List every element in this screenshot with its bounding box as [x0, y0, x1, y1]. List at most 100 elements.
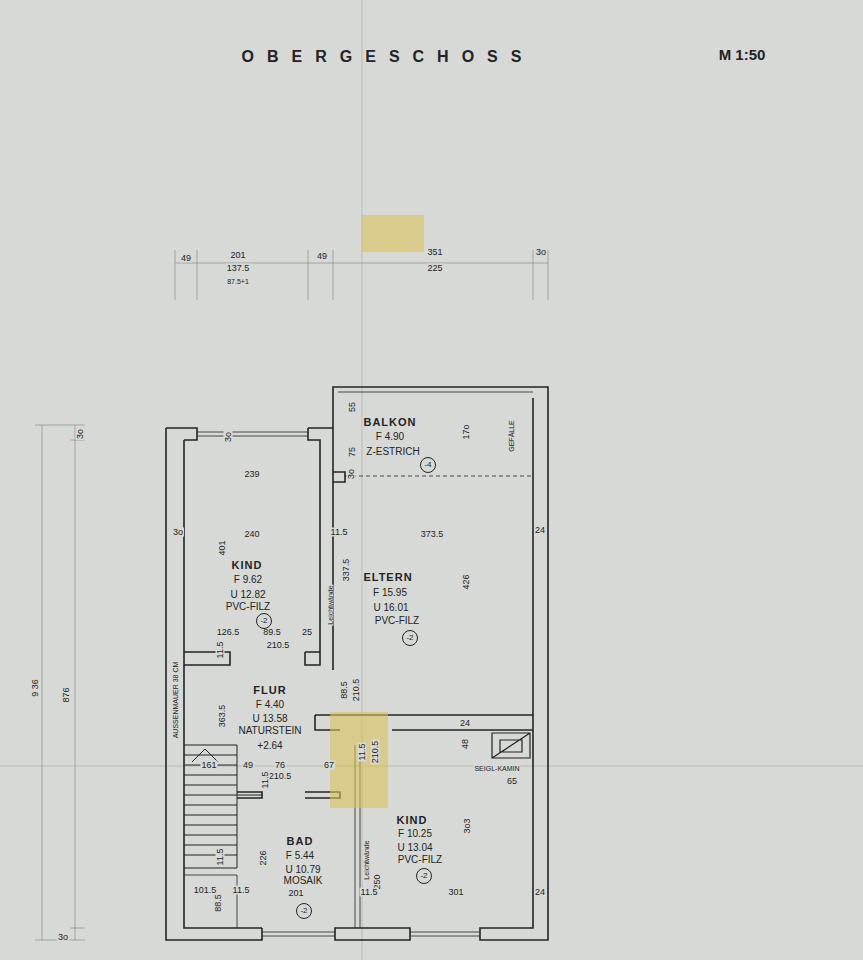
room-info: F 10.25	[397, 829, 433, 839]
dimension-label: 401	[218, 539, 227, 556]
dimension-label: 3o	[347, 468, 356, 480]
dimension-label: 25	[301, 628, 313, 637]
room-info: F 9.62	[233, 575, 263, 585]
dimension-label: 137.5	[226, 264, 251, 273]
dimension-label: 75	[348, 446, 357, 458]
dimension-label: 240	[243, 530, 260, 539]
dimension-label: GEFÄLLE	[508, 419, 515, 453]
dimension-label: 67	[323, 761, 335, 770]
dimension-label: 88.5	[340, 680, 349, 700]
dimension-label: 373.5	[420, 530, 445, 539]
room: FLURF 4.40U 13.58NATURSTEIN+2.64	[186, 668, 332, 788]
room-info: +2.64	[256, 741, 283, 751]
floor-code-circle: -2	[256, 613, 272, 629]
dimension-label: 226	[259, 849, 268, 866]
room: BAD F 5.44 U 10.79MOSAIK -2	[238, 800, 354, 926]
dimension-label: 24	[534, 888, 546, 897]
room-info: U 10.79	[284, 865, 321, 875]
room: ELTERNF 15.95U 16.01PVC-FILZ-2	[336, 484, 532, 713]
tape	[330, 712, 388, 808]
dimension-label: 3o3	[463, 817, 472, 834]
dimension-label: 11.5	[232, 886, 251, 895]
room-info: F 15.95	[372, 588, 408, 598]
window-and-light-wall	[184, 392, 533, 936]
dimension-label: 9 36	[31, 678, 40, 698]
dimension-label: M 1:50	[718, 47, 767, 62]
room: KIND F 9.62 U 12.82PVC-FILZ -2	[186, 442, 318, 650]
dimension-label: 161	[200, 761, 217, 770]
chimney-symbol	[492, 733, 530, 758]
dimension-label: 3o	[224, 431, 233, 443]
dimension-label: 363.5	[218, 704, 227, 729]
dimension-label: Leichtwände	[363, 839, 370, 880]
room: BALKON F 4.90Z-ESTRICH-4	[336, 392, 532, 476]
plan-title: OBERGESCHOSS	[242, 49, 535, 65]
balcony-door	[345, 476, 533, 477]
dimension-label: 11.5	[358, 743, 367, 762]
dimension-label: 11.5	[330, 528, 349, 537]
room-name: KIND	[396, 815, 429, 826]
dimension-label: AUSSENMAUER 38 CM	[172, 661, 179, 740]
room-info: U 13.04	[396, 843, 433, 853]
room-info: Z-ESTRICH	[365, 447, 420, 457]
room-name: ELTERN	[362, 572, 413, 583]
dimension-label: 11.5	[261, 771, 270, 790]
dimension-label: 17o	[462, 423, 471, 440]
dimension-label: Leichtwände	[327, 584, 334, 625]
dimension-label: 210.5	[352, 678, 361, 703]
dimension-label: 3o	[76, 428, 85, 440]
floor-code-circle: -2	[416, 868, 432, 884]
dimension-label: 49	[180, 254, 192, 263]
dimension-label: 210.5	[268, 772, 293, 781]
dimension-label: 24	[534, 526, 546, 535]
dimension-label: 49	[316, 252, 328, 261]
room-info: PVC-FILZ	[225, 602, 271, 612]
dimension-label: 426	[462, 573, 471, 590]
dimension-label: 55	[348, 401, 357, 413]
dimension-line	[35, 250, 548, 940]
dimension-label: 88.5	[214, 893, 223, 913]
room-name: BALKON	[362, 417, 417, 428]
floor-code-circle: -2	[402, 630, 418, 646]
dimension-label: 49	[242, 761, 254, 770]
dimension-label: 201	[229, 251, 246, 260]
room-name: KIND	[231, 560, 264, 571]
room: KIND F 10.25 U 13.04PVC-FILZ -2	[362, 732, 532, 926]
room-info: U 16.01	[372, 603, 409, 613]
dimension-label: 3o	[57, 933, 69, 942]
dimension-label: 48	[461, 738, 470, 750]
dimension-label: 337.5	[342, 558, 351, 583]
room-name: BAD	[286, 836, 315, 847]
room-info: U 12.82	[229, 590, 266, 600]
dimension-label: 201	[287, 889, 304, 898]
dimension-label: 225	[426, 264, 443, 273]
floor-code: -2	[300, 907, 307, 915]
room-info: F 4.40	[255, 700, 285, 710]
wall	[166, 387, 548, 940]
dimension-label: 76	[274, 761, 286, 770]
dimension-label: 24	[459, 719, 471, 728]
dimension-label: 11.5	[216, 848, 225, 867]
dimension-label: 87.5+1	[226, 278, 250, 285]
floor-code-circle: -2	[296, 903, 312, 919]
floor-code-circle: -4	[420, 457, 436, 473]
tape	[362, 215, 424, 252]
staircase	[184, 745, 262, 868]
dimension-label: 210.5	[371, 740, 380, 765]
room-info: U 13.58	[251, 714, 288, 724]
dimension-label: 876	[62, 686, 71, 703]
dimension-label: 239	[243, 470, 260, 479]
room-info: MOSAIK	[283, 876, 324, 886]
dimension-label: 3o	[535, 248, 547, 257]
room-info: PVC-FILZ	[397, 855, 443, 865]
room-info: F 4.90	[375, 432, 405, 442]
dimension-label: SEIGL-KAMIN	[473, 765, 520, 772]
floor-code: -2	[260, 617, 267, 625]
room-info: F 5.44	[285, 851, 315, 861]
dimension-label: 3o	[172, 528, 184, 537]
dimension-label: 126.5	[216, 628, 241, 637]
dimension-label: 351	[426, 248, 443, 257]
